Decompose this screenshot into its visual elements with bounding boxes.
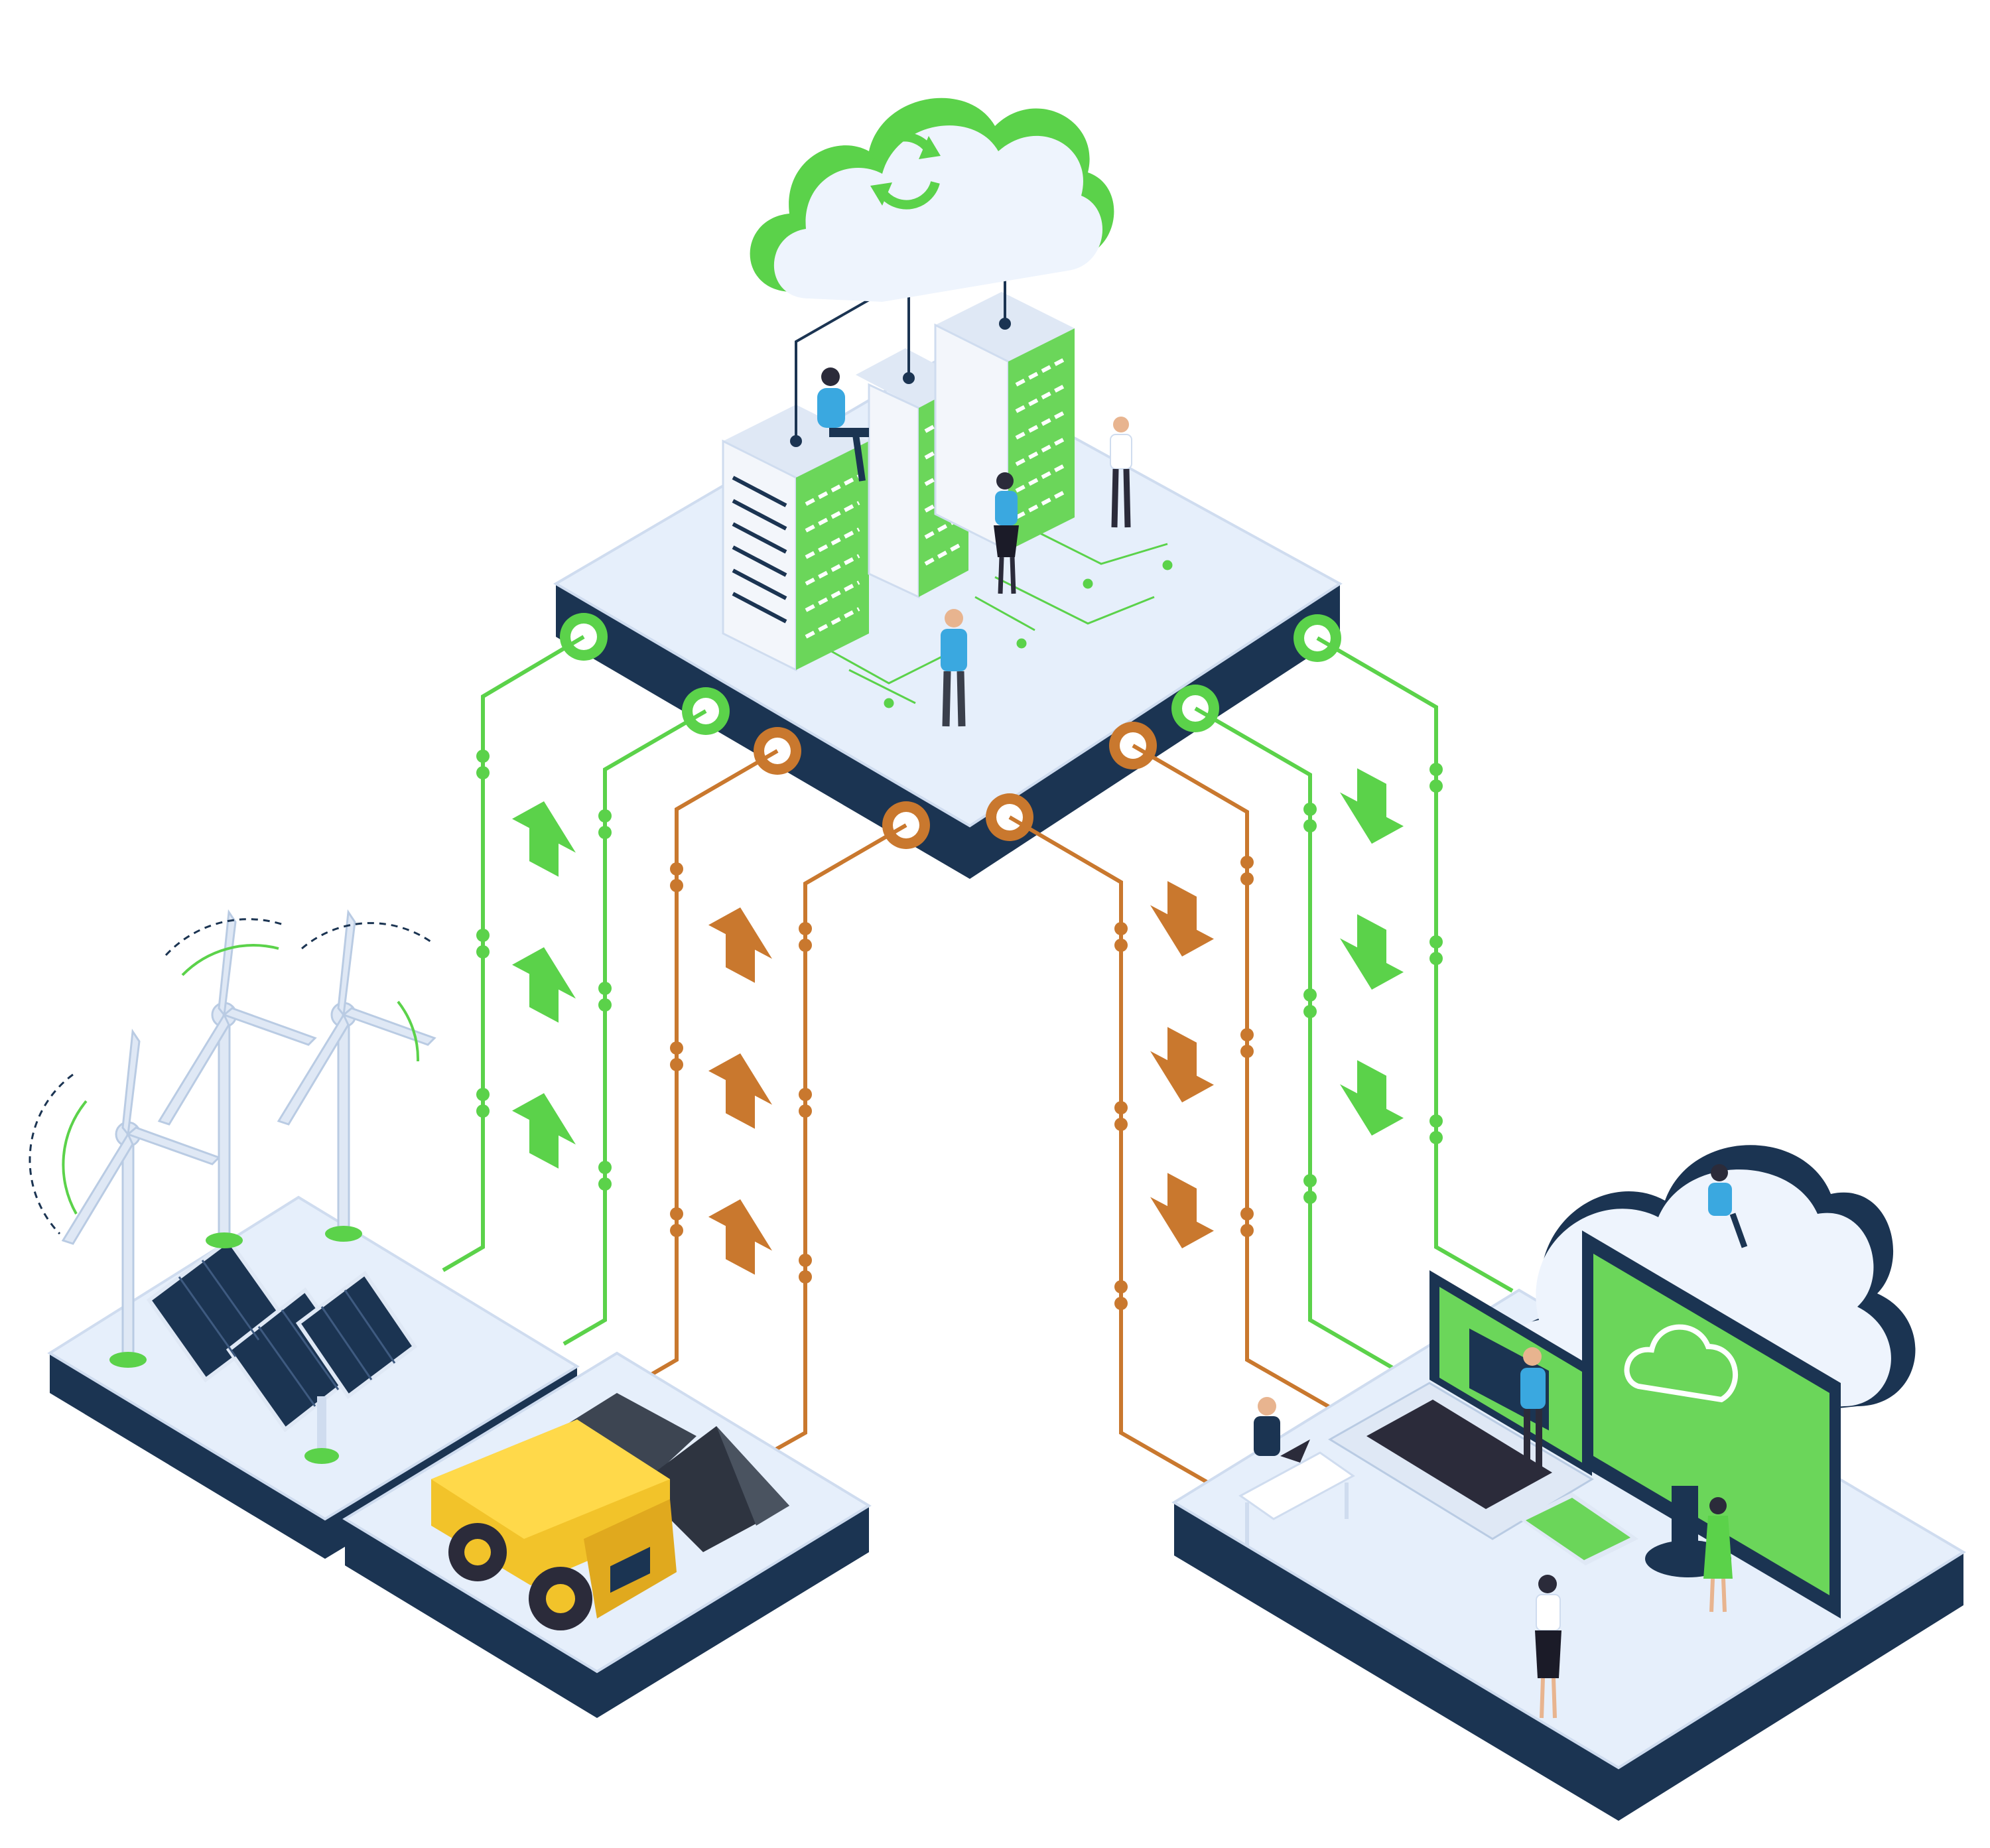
flow-line-green-left-inner bbox=[563, 709, 707, 1346]
turbine-green-arcs bbox=[62, 944, 420, 1215]
arrows-up-orange bbox=[708, 890, 772, 1284]
turbine-motion-arcs bbox=[29, 918, 432, 1235]
flow-line-orange-left-inner bbox=[762, 823, 907, 1459]
arrows-down-green bbox=[1340, 759, 1404, 1153]
person-man-clipboard bbox=[1110, 417, 1132, 528]
person-woman-tablet bbox=[1535, 1575, 1561, 1719]
arrow-down-icon bbox=[1150, 872, 1214, 974]
solar-panel-icon bbox=[146, 1237, 418, 1464]
person-man-tablet bbox=[941, 609, 967, 727]
cloud-office-platform bbox=[1171, 1145, 1966, 1821]
flow-line-orange-left-outer bbox=[634, 749, 779, 1386]
dump-truck-icon bbox=[431, 1419, 677, 1630]
arrow-up-icon bbox=[512, 1076, 576, 1178]
arrow-down-icon bbox=[1340, 759, 1404, 861]
flow-line-orange-right-outer bbox=[1132, 744, 1348, 1419]
renewable-energy-platform bbox=[29, 909, 580, 1559]
smartphone-icon bbox=[1519, 1492, 1638, 1565]
arrows-up-green bbox=[512, 784, 576, 1178]
arrow-up-icon bbox=[708, 1036, 772, 1138]
platform-side bbox=[556, 584, 1340, 879]
person-woman bbox=[994, 472, 1019, 594]
wind-turbine-icon bbox=[61, 909, 436, 1368]
person-man-pointing bbox=[1520, 1347, 1546, 1469]
arrows-down-orange bbox=[1150, 872, 1214, 1266]
arrow-up-icon bbox=[512, 930, 576, 1032]
flow-lines bbox=[442, 635, 1514, 1492]
data-center-platform bbox=[553, 220, 1343, 879]
line-beads bbox=[476, 750, 1443, 1310]
arrow-up-icon bbox=[708, 890, 772, 992]
arrow-down-icon bbox=[1150, 1018, 1214, 1120]
flow-line-green-right-inner bbox=[1194, 706, 1408, 1378]
mining-platform bbox=[342, 1351, 872, 1718]
flow-line-green-left-outer bbox=[442, 635, 585, 1272]
arrow-up-icon bbox=[708, 1182, 772, 1284]
arrow-down-icon bbox=[1340, 1051, 1404, 1153]
circuit-traces bbox=[829, 529, 1173, 708]
person-at-desk bbox=[1238, 1397, 1355, 1546]
laptop-icon bbox=[1328, 1270, 1594, 1540]
person-on-cloud bbox=[1708, 1164, 1748, 1248]
arrow-down-icon bbox=[1150, 1163, 1214, 1266]
flow-line-orange-right-inner bbox=[1008, 815, 1222, 1492]
arrow-up-icon bbox=[512, 784, 576, 886]
cloud-sync-icon bbox=[750, 98, 1114, 302]
flow-line-green-right-outer bbox=[1316, 636, 1514, 1293]
coal-pile-icon bbox=[564, 1393, 789, 1552]
person-woman-green bbox=[1703, 1497, 1733, 1613]
person-on-rack bbox=[817, 367, 869, 482]
arrow-down-icon bbox=[1340, 905, 1404, 1007]
